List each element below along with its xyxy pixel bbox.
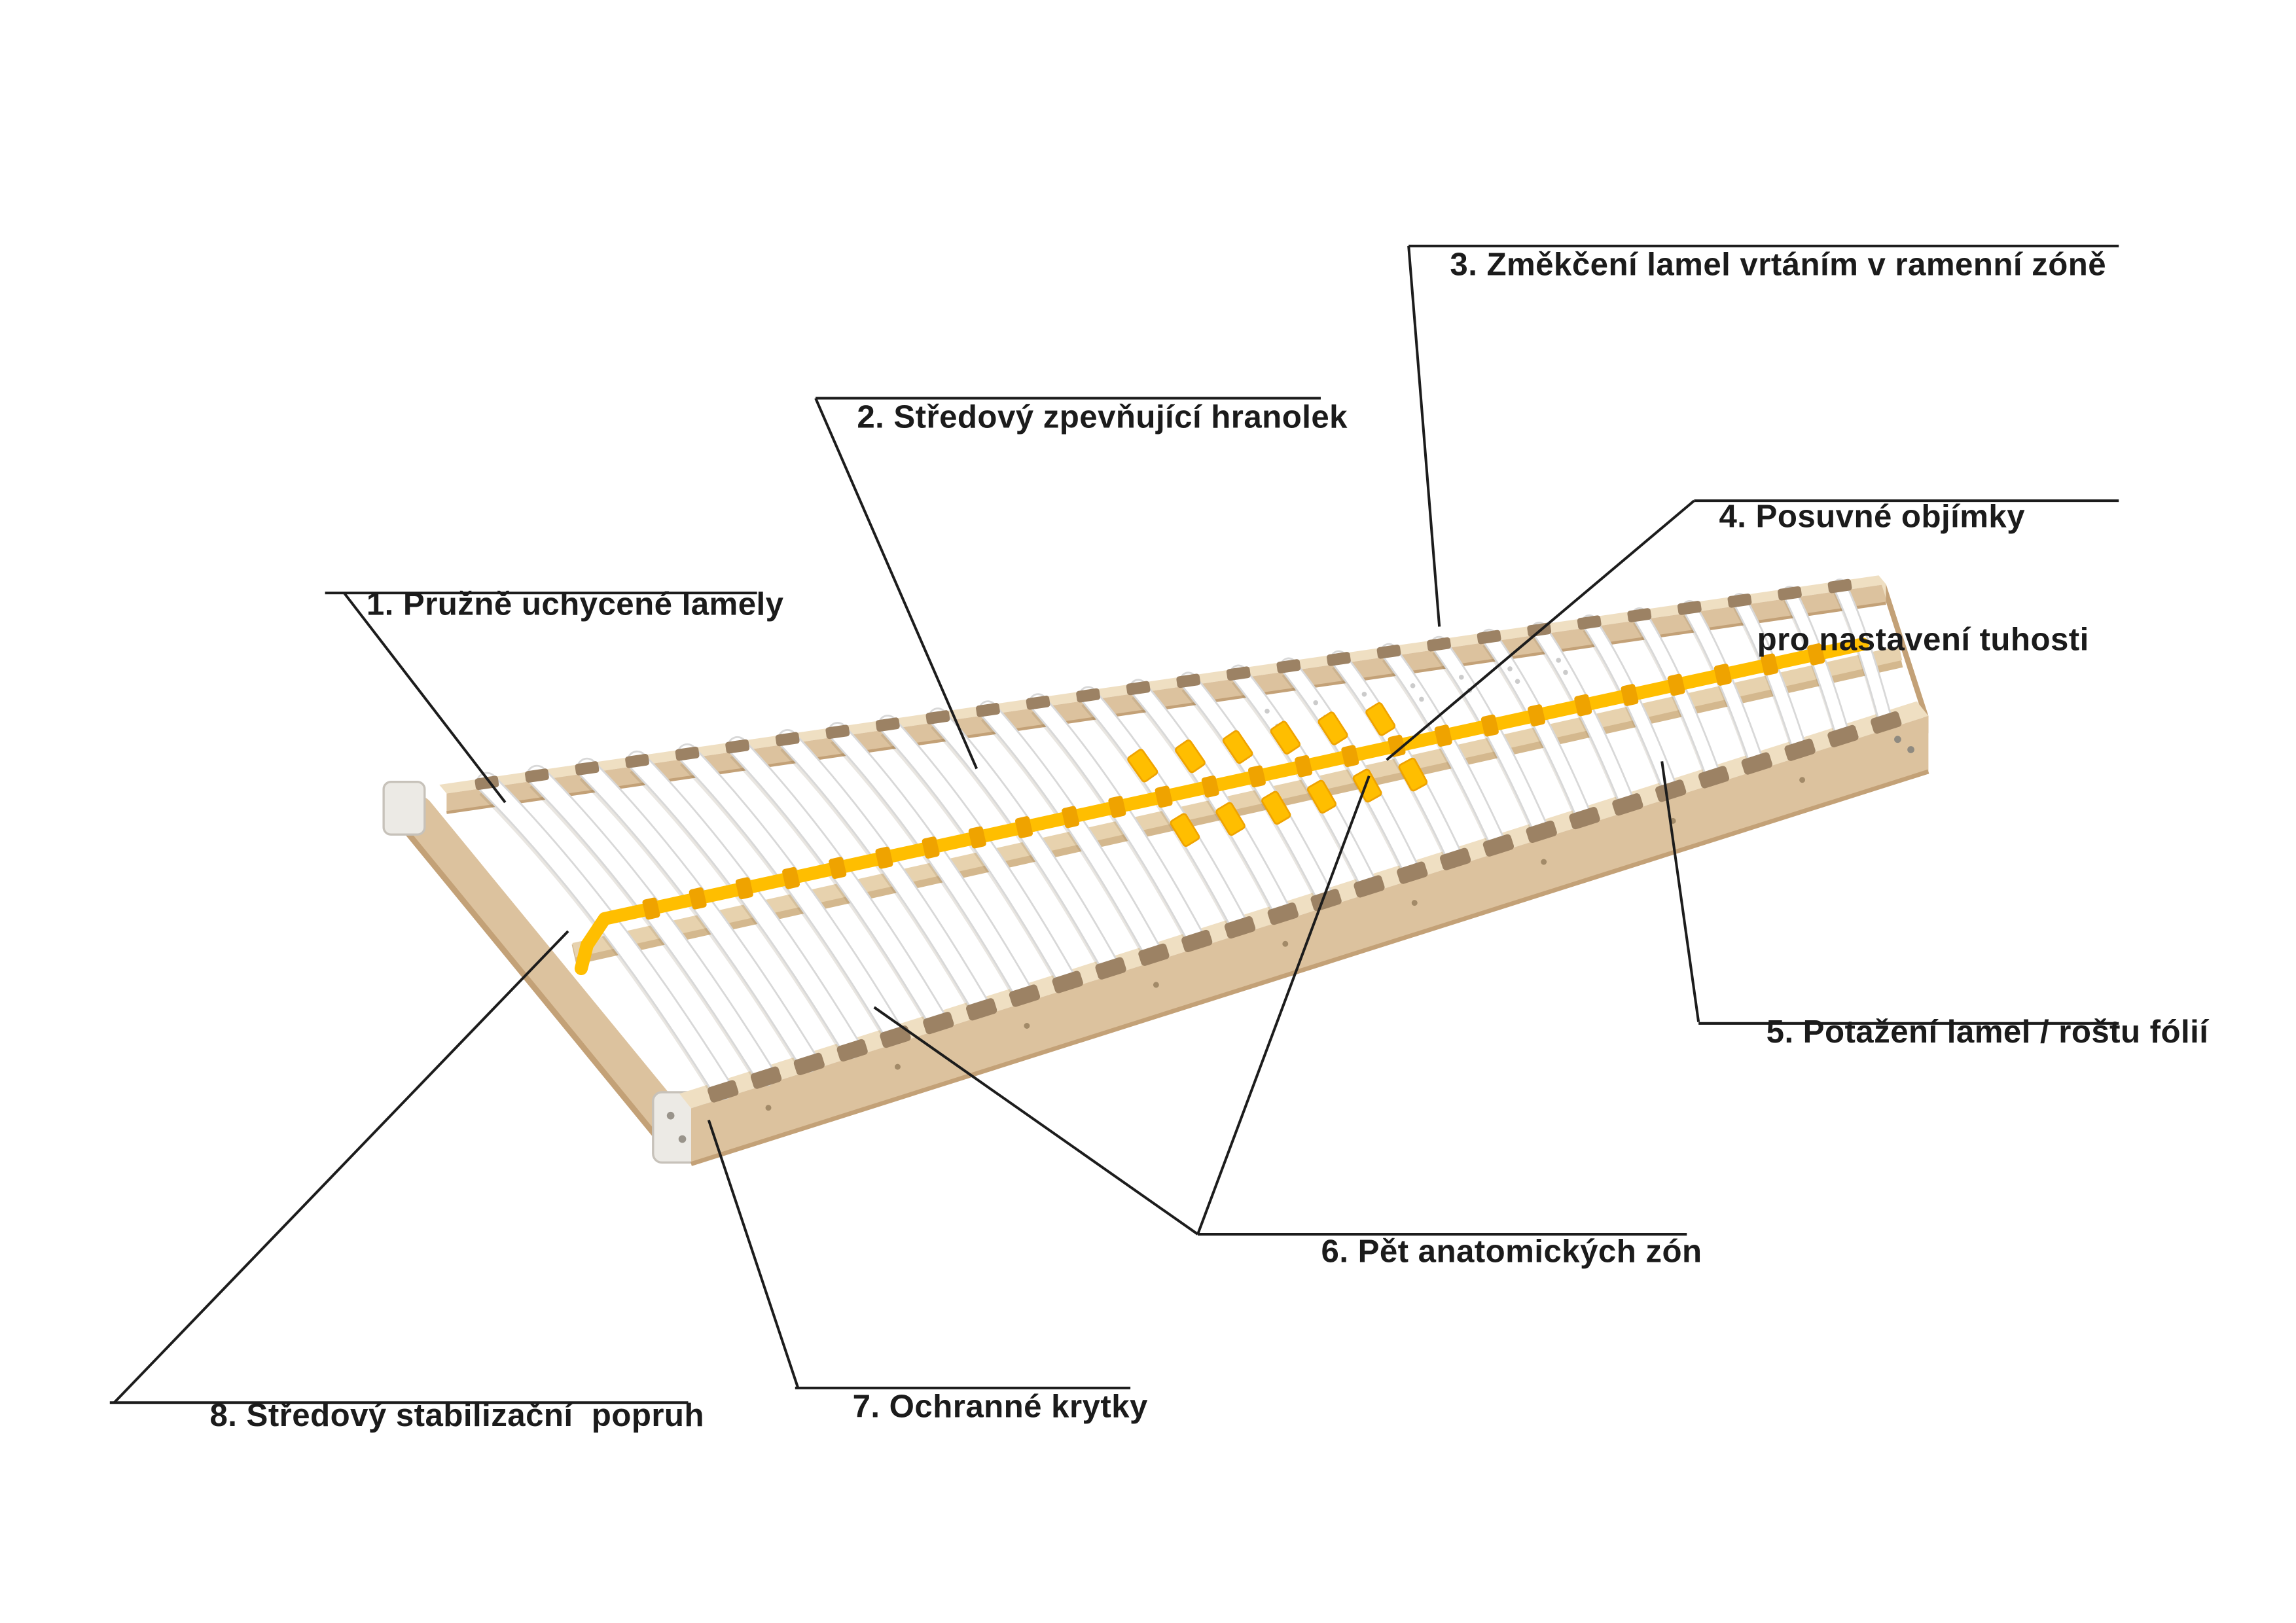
callout-label-2: 2. Středový zpevňující hranolek [820,356,1348,479]
callout-label-5: 5. Potažení lamel / roštu fólií [1729,971,2208,1094]
callout-label-6-text: 6. Pět anatomických zón [1321,1232,1702,1270]
callout-label-6: 6. Pět anatomických zón [1284,1190,1702,1313]
callout-label-3: 3. Změkčení lamel vrtáním v ramenní zóně [1413,204,2106,327]
callout-label-2-text: 2. Středový zpevňující hranolek [857,398,1348,435]
callout-label-4-line1: 4. Posuvné objímky [1719,497,2026,535]
callout-label-7: 7. Ochranné krytky [816,1346,1148,1469]
callout-label-3-text: 3. Změkčení lamel vrtáním v ramenní zóně [1450,245,2107,283]
callout-label-1-text: 1. Pružně uchycené lamely [366,585,784,622]
callout-label-8: 8. Středový stabilizační popruh [173,1354,704,1477]
callout-label-5-text: 5. Potažení lamel / roštu fólií [1766,1013,2209,1050]
callout-label-4-line2: pro nastavení tuhosti [1757,620,2089,658]
callout-label-7-text: 7. Ochranné krytky [852,1387,1148,1425]
callout-label-8-text: 8. Středový stabilizační popruh [209,1397,704,1434]
callout-label-1: 1. Pružně uchycené lamely [329,543,783,666]
callout-lines [109,244,2119,1404]
callout-label-4: 4. Posuvné objímky pro nastavení tuhosti [1719,414,2089,742]
